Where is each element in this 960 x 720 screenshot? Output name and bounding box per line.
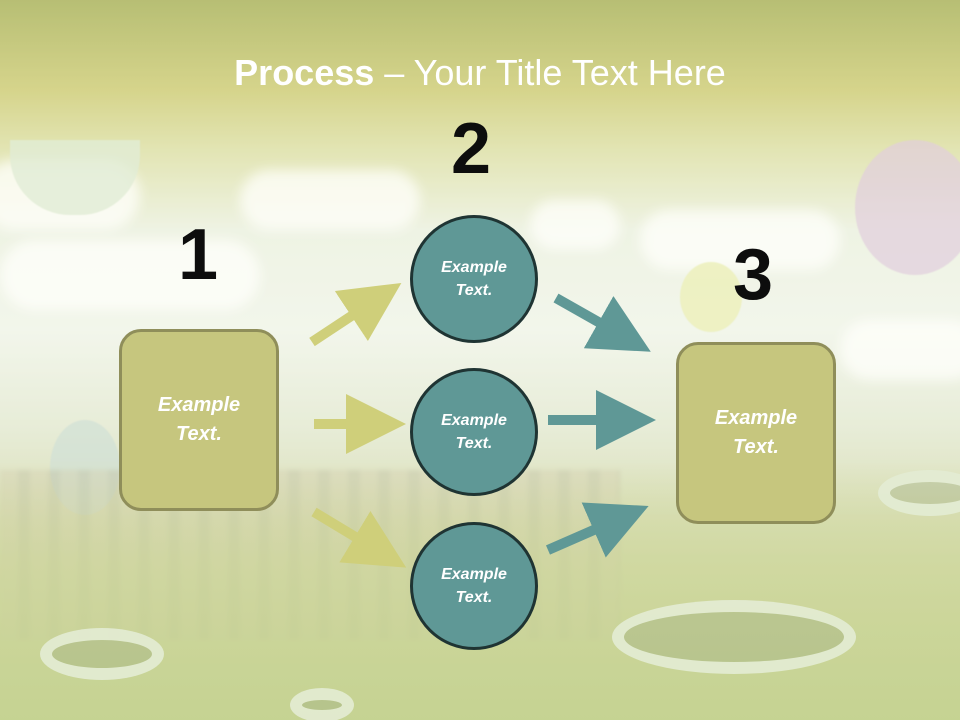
step-box-1-text: Example Text. [157,394,241,445]
step-number-3: 3 [733,235,774,315]
title-bold: Process [234,52,375,93]
cloud [640,210,840,270]
step-circle-top: Example Text. [410,215,538,343]
step-number-2: 2 [451,109,492,189]
step-circle-middle: Example Text. [410,368,538,496]
cloud [240,170,420,230]
balloon [855,140,960,275]
cloud [530,200,620,250]
slide-title: Process – Your Title Text Here [0,52,960,94]
step-box-3: Example Text. [676,342,836,524]
step-circle-bottom-text: Example Text. [441,566,507,606]
step-circle-top-text: Example Text. [441,259,507,299]
tire-ring [290,688,354,720]
arrow-up-right-teal [545,502,649,558]
step-circle-bottom: Example Text. [410,522,538,650]
balloon [680,262,742,332]
step-circle-middle-text: Example Text. [441,412,507,452]
title-rest: – Your Title Text Here [374,52,726,93]
arrow-up-right [309,282,402,347]
step-box-3-text: Example Text. [714,407,798,458]
cloud [0,240,260,310]
arrow-down-right-teal [553,293,651,352]
step-box-1: Example Text. [119,329,279,511]
cloud [840,320,960,380]
tire-ring [40,628,164,680]
arrow-down-right [311,507,407,568]
step-number-1: 1 [178,215,219,295]
